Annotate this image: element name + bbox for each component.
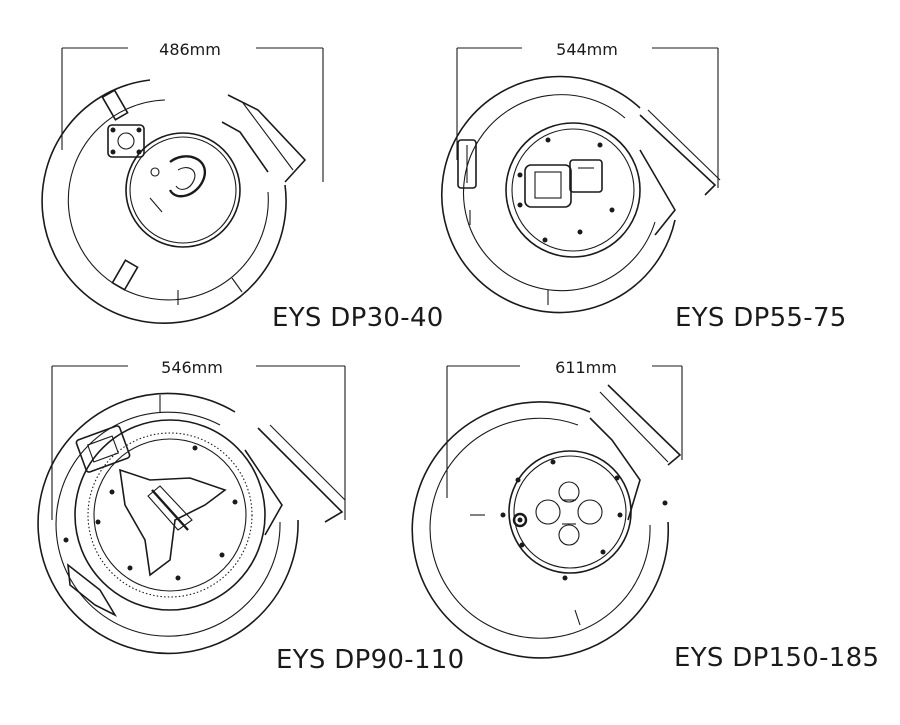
unit-dp30-40: 486mm EYS bbox=[41, 40, 444, 333]
dimension-label: 486mm bbox=[159, 40, 221, 59]
model-label: EYS DP30-40 bbox=[272, 303, 444, 333]
pump-drawing bbox=[41, 79, 307, 324]
dimension-line bbox=[61, 47, 324, 182]
dimension-line bbox=[456, 47, 719, 188]
model-label: EYS DP150-185 bbox=[674, 643, 879, 673]
pump-drawing bbox=[411, 384, 682, 659]
model-label: EYS DP55-75 bbox=[675, 303, 847, 333]
dimension-label: 544mm bbox=[556, 40, 618, 59]
dimension-label: 546mm bbox=[161, 358, 223, 377]
model-label: EYS DP90-110 bbox=[276, 645, 464, 675]
unit-dp150-185: 611mm bbox=[411, 358, 879, 673]
unit-dp90-110: 546mm bbox=[37, 358, 464, 675]
dimension-label: 611mm bbox=[555, 358, 617, 377]
unit-dp55-75: 544mm bbox=[441, 40, 847, 333]
dimension-line bbox=[51, 365, 346, 520]
dimension-line bbox=[446, 365, 683, 498]
pump-drawing bbox=[441, 75, 721, 314]
pump-drawing bbox=[37, 392, 346, 655]
